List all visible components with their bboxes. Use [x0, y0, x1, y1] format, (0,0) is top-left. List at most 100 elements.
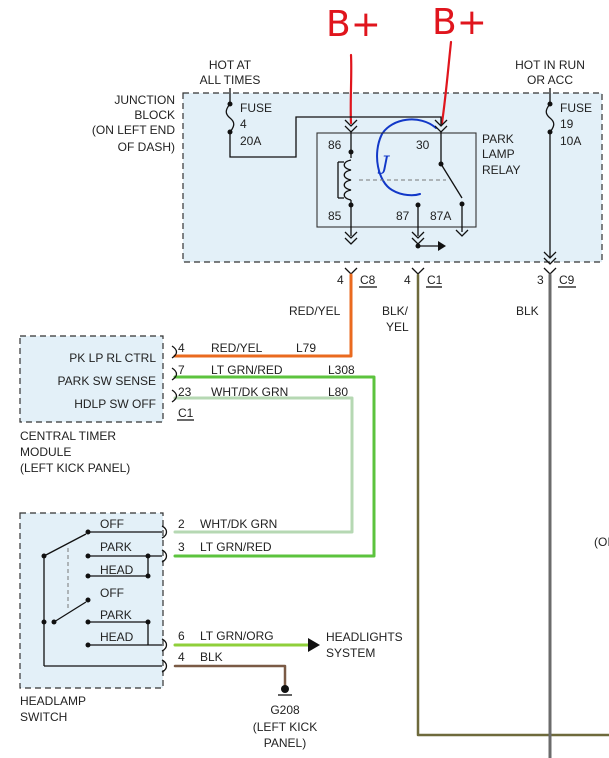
hot-in-run-label: HOT IN RUN OR ACC — [515, 58, 585, 87]
svg-text:OF DASH): OF DASH) — [118, 140, 175, 154]
svg-text:PARK: PARK — [100, 608, 132, 622]
relay-pin-86: 86 — [328, 138, 342, 152]
central-timer-module-label: CENTRAL TIMER MODULE (LEFT KICK PANEL) — [20, 429, 130, 475]
junction-block-label: JUNCTION BLOCK (ON LEFT END OF DASH) — [92, 93, 175, 154]
annotation-red-line-left — [349, 53, 353, 125]
svg-text:HEADLIGHTS: HEADLIGHTS — [326, 630, 403, 644]
connector-c8: 4 C8 — [337, 267, 377, 288]
svg-text:LT GRN/RED: LT GRN/RED — [211, 363, 283, 377]
fuse-4-label: FUSE 4 20A — [240, 101, 272, 148]
svg-text:G208: G208 — [270, 703, 300, 717]
annotation-blue-loop — [376, 118, 437, 197]
svg-text:(LEFT KICK: (LEFT KICK — [253, 720, 317, 734]
wire-blk-ground — [173, 664, 287, 688]
headlights-system-label: HEADLIGHTS SYSTEM — [326, 630, 403, 660]
annotation-red-line-right — [440, 40, 453, 125]
relay-pin-87a: 87A — [430, 209, 451, 223]
svg-text:C1: C1 — [427, 273, 443, 287]
svg-text:SWITCH: SWITCH — [20, 710, 67, 724]
svg-text:3: 3 — [537, 273, 544, 287]
svg-text:4: 4 — [240, 117, 247, 131]
svg-text:HEADLAMP: HEADLAMP — [20, 694, 86, 708]
svg-text:C9: C9 — [559, 273, 575, 287]
svg-text:20A: 20A — [240, 134, 261, 148]
headlamp-switch-pins: 2 WHT/DK GRN 3 LT GRN/RED 6 LT GRN/ORG 4… — [178, 517, 277, 664]
svg-text:4: 4 — [337, 273, 344, 287]
svg-text:LAMP: LAMP — [482, 147, 515, 161]
relay-pin-85: 85 — [328, 209, 342, 223]
svg-text:23: 23 — [178, 385, 192, 399]
svg-text:LT GRN/RED: LT GRN/RED — [200, 540, 272, 554]
svg-text:JUNCTION: JUNCTION — [114, 93, 175, 107]
svg-text:PK LP RL CTRL: PK LP RL CTRL — [69, 351, 156, 365]
hot-at-all-times-label: HOT AT ALL TIMES — [200, 58, 261, 87]
connector-c9: 3 C9 — [537, 267, 576, 288]
svg-text:RELAY: RELAY — [482, 163, 520, 177]
annotation-bplus-right: B+ — [432, 2, 487, 43]
park-lamp-relay-box — [316, 132, 477, 228]
connector-c1: 4 C1 — [404, 267, 443, 288]
svg-text:(LEFT KICK PANEL): (LEFT KICK PANEL) — [20, 461, 130, 475]
svg-text:3: 3 — [178, 540, 185, 554]
wire-label-blk-yel-2: YEL — [386, 320, 409, 334]
svg-text:BLOCK: BLOCK — [134, 108, 175, 122]
wire-wht-dk-grn — [173, 396, 354, 534]
headlamp-switch-contacts — [41, 525, 168, 673]
svg-text:WHT/DK GRN: WHT/DK GRN — [200, 517, 277, 531]
ctm-row-hdlp-sw-off: HDLP SW OFF 23 WHT/DK GRN L80 — [74, 385, 348, 411]
central-timer-module-box — [19, 335, 164, 423]
wire-label-red-yel: RED/YEL — [289, 304, 341, 318]
headlamp-switch-positions: OFF PARK HEAD OFF PARK HEAD — [100, 517, 134, 644]
svg-text:LT GRN/ORG: LT GRN/ORG — [200, 629, 274, 643]
svg-text:2: 2 — [178, 517, 185, 531]
ground-g208-label: G208 (LEFT KICK PANEL) — [253, 703, 317, 750]
svg-text:7: 7 — [178, 363, 185, 377]
svg-text:4: 4 — [178, 341, 185, 355]
svg-text:6: 6 — [178, 629, 185, 643]
svg-text:OFF: OFF — [100, 586, 124, 600]
svg-text:C8: C8 — [360, 273, 376, 287]
relay-pin-87: 87 — [396, 209, 410, 223]
wire-label-blk: BLK — [516, 304, 539, 318]
svg-text:4: 4 — [404, 273, 411, 287]
headlamp-switch-label: HEADLAMP SWITCH — [20, 694, 86, 724]
headlamp-switch-box — [19, 512, 164, 689]
wire-blk-yel — [416, 273, 609, 737]
svg-text:MODULE: MODULE — [20, 445, 71, 459]
fuse-4-symbol — [225, 103, 235, 133]
svg-text:HEAD: HEAD — [100, 563, 134, 577]
svg-text:PARK SW SENSE: PARK SW SENSE — [58, 374, 156, 388]
svg-text:BLK: BLK — [200, 650, 223, 664]
relay-switch-arm — [440, 163, 463, 199]
wire-lt-grn-red — [173, 375, 376, 558]
svg-text:L79: L79 — [296, 341, 316, 355]
annotation-bplus-left: B+ — [326, 4, 381, 45]
arrow-icon — [438, 241, 446, 251]
svg-text:OR ACC: OR ACC — [527, 73, 573, 87]
svg-text:HOT AT: HOT AT — [209, 58, 252, 72]
annotation-relay-mark: J — [377, 151, 390, 175]
svg-text:FUSE: FUSE — [560, 101, 592, 115]
svg-text:PARK: PARK — [100, 540, 132, 554]
svg-text:HOT IN RUN: HOT IN RUN — [515, 58, 585, 72]
ctm-row-pk-lp-rl-ctrl: PK LP RL CTRL 4 RED/YEL L79 — [69, 341, 316, 365]
wire-label-blk-yel-1: BLK/ — [382, 304, 409, 318]
svg-text:CENTRAL TIMER: CENTRAL TIMER — [20, 429, 116, 443]
relay-coil-icon — [343, 159, 352, 201]
svg-text:HEAD: HEAD — [100, 630, 134, 644]
svg-text:L80: L80 — [328, 385, 348, 399]
wire-red-yel — [173, 273, 353, 358]
svg-text:4: 4 — [178, 650, 185, 664]
fuse-19-label: FUSE 19 10A — [560, 101, 592, 148]
svg-text:HDLP SW OFF: HDLP SW OFF — [74, 397, 156, 411]
svg-text:SYSTEM: SYSTEM — [326, 646, 375, 660]
ctm-row-park-sw-sense: PARK SW SENSE 7 LT GRN/RED L308 — [58, 363, 355, 388]
svg-text:PANEL): PANEL) — [264, 736, 306, 750]
svg-text:PARK: PARK — [482, 132, 514, 146]
svg-text:10A: 10A — [560, 134, 581, 148]
svg-text:19: 19 — [560, 117, 574, 131]
relay-pin-30: 30 — [416, 138, 430, 152]
fuse-19-symbol — [545, 103, 555, 133]
svg-text:(ON LEFT END: (ON LEFT END — [92, 123, 175, 137]
svg-text:L308: L308 — [328, 363, 355, 377]
